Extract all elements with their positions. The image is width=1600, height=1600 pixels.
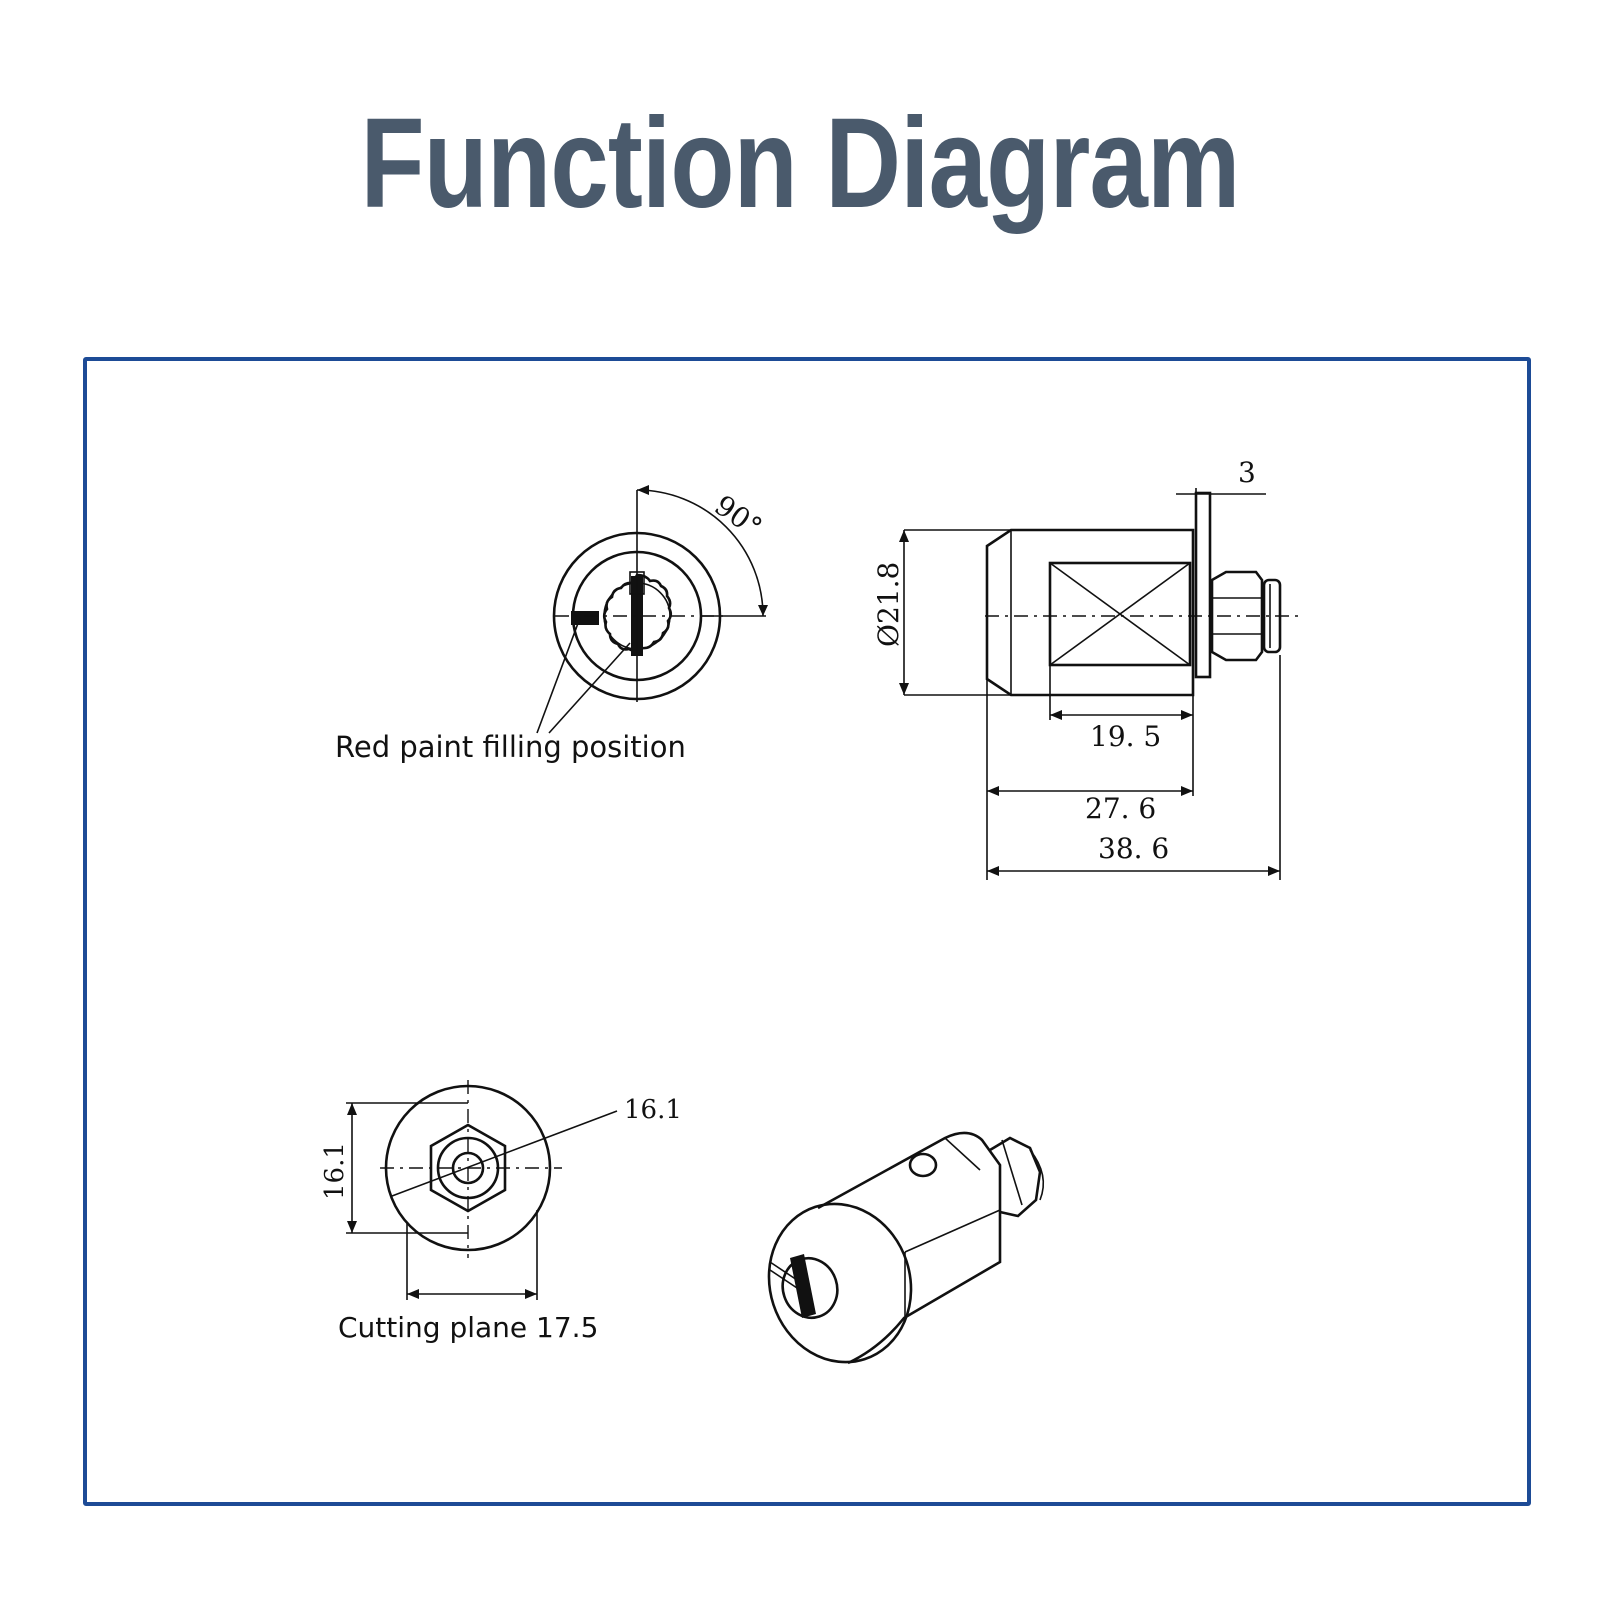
iso-stub (1029, 1149, 1045, 1201)
cutting-plane-label: Cutting plane 17.5 (338, 1311, 598, 1344)
iso-body-outline (817, 1131, 1002, 1365)
callout-leader-2 (548, 642, 631, 734)
page-title: Function Diagram (360, 92, 1240, 235)
rear-hex-leader (391, 1110, 618, 1197)
rear-bore (451, 1151, 485, 1185)
dim-19-arrow-left (1050, 710, 1062, 720)
rear-view: 16.1 16.1 Cutting plane 17.5 (320, 1080, 682, 1344)
iso-body-edge (944, 1137, 981, 1171)
rear-hex-nut (429, 1123, 507, 1213)
iso-nut-edge (1001, 1139, 1023, 1206)
rear-cut-arrow-left (407, 1289, 419, 1299)
dim-body-label: 27. 6 (1085, 792, 1156, 825)
rear-hex-label: 16.1 (624, 1095, 682, 1125)
dim-total-label: 38. 6 (1098, 832, 1169, 865)
dim-27-arrow-right (1181, 786, 1193, 796)
dim-27-arrow-left (987, 786, 999, 796)
rear-height-label: 16.1 (320, 1142, 350, 1200)
side-flat-cross-2 (1049, 562, 1191, 666)
side-flat-face (1048, 561, 1192, 667)
iso-red-mark-2 (769, 1269, 801, 1291)
iso-front-face (767, 1202, 913, 1364)
angle-arc (636, 489, 764, 617)
iso-hex-nut (989, 1136, 1042, 1218)
side-view: 3 Ø21.8 19. 5 27. 6 38. 6 (872, 456, 1300, 880)
iso-flat-top (904, 1209, 1001, 1253)
iso-pin-hole (908, 1152, 938, 1178)
angle-arrow-end (758, 605, 768, 616)
rear-h-arrow-top (347, 1103, 357, 1115)
dim-19-arrow-right (1181, 710, 1193, 720)
dim-38-arrow-left (987, 866, 999, 876)
dim-38-arrow-right (1268, 866, 1280, 876)
dim-dia-arrow-bottom (899, 683, 909, 695)
red-paint-callout: Red paint filling position (335, 730, 686, 764)
rear-cut-arrow-right (525, 1289, 537, 1299)
angle-label: 90° (709, 489, 769, 545)
isometric-view (767, 1131, 1045, 1365)
dim-body-inner-label: 19. 5 (1090, 720, 1161, 753)
side-hex-nut (1210, 570, 1264, 662)
dim-dia-arrow-top (899, 530, 909, 542)
iso-key-slot (790, 1254, 816, 1318)
front-red-paint-mark (571, 611, 599, 625)
iso-red-mark (769, 1261, 801, 1283)
dim-flange-label: 3 (1238, 456, 1256, 489)
side-body (985, 528, 1195, 697)
rear-h-arrow-bottom (347, 1221, 357, 1233)
side-flange (1194, 491, 1212, 679)
angle-arrow-start (637, 485, 649, 495)
diagram-frame (83, 357, 1531, 1506)
front-view: 90° Red paint filling position (335, 485, 768, 764)
dim-diameter-label: Ø21.8 (872, 562, 905, 647)
callout-leader-1 (536, 617, 581, 734)
